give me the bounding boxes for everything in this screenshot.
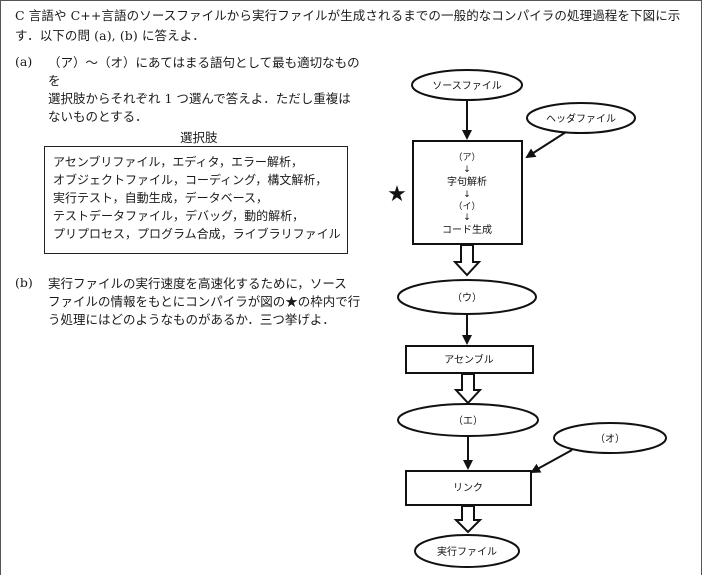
question-b-line: ファイルの情報をもとにコンパイラが図の★の枠内で行 — [48, 294, 361, 309]
question-a-label: (a) — [15, 54, 33, 69]
question-a-line: （ア）～（オ）にあてはまる語句として最も適切なものを — [48, 55, 360, 88]
assemble-label: アセンブル — [444, 353, 494, 366]
e-label: （エ） — [453, 415, 483, 427]
small-arrow-1: ↓ — [463, 165, 471, 175]
exe-label: 実行ファイル — [437, 545, 497, 558]
small-arrow-2: ↓ — [463, 190, 471, 200]
assemble-box — [405, 345, 534, 374]
choices-title: 選択肢 — [180, 130, 218, 145]
arrow-o-to-link — [530, 449, 573, 473]
question-b-text: 実行ファイルの実行速度を高速化するために，ソース ファイルの情報をもとにコンパイ… — [48, 275, 368, 329]
question-b-line: う処理にはどのようなものがあるか．三つ挙げよ． — [48, 312, 335, 327]
question-b-label: (b) — [15, 275, 33, 290]
question-a-line: ないものとする． — [48, 109, 148, 124]
header-file-ellipse — [526, 102, 636, 134]
exe-ellipse — [414, 534, 520, 568]
hollow-arrow-to-u — [452, 244, 482, 277]
question-a-text: （ア）～（オ）にあてはまる語句として最も適切なものを 選択肢からそれぞれ 1 つ… — [48, 54, 368, 126]
compile-box — [412, 140, 523, 245]
header-file-label: ヘッダファイル — [546, 112, 616, 125]
choices-box: アセンブリファイル，エディタ，エラー解析， オブジェクトファイル，コーディング，… — [44, 146, 348, 254]
box-i-label: （イ） — [453, 201, 480, 212]
choices-line: プリプロセス，プログラム合成，ライブラリファイル — [53, 227, 341, 241]
u-label: （ウ） — [452, 292, 482, 304]
choices-line: アセンブリファイル，エディタ，エラー解析， — [53, 155, 303, 169]
o-label: （オ） — [595, 433, 625, 445]
hollow-arrow-to-e — [453, 373, 483, 405]
box-a-label: （ア） — [453, 152, 480, 163]
link-label: リンク — [453, 482, 483, 494]
arrow-header-to-compile — [525, 131, 567, 159]
o-ellipse — [553, 422, 667, 454]
choices-line: 実行テスト，自動生成，データベース， — [53, 191, 269, 205]
choices-line: テストデータファイル，デバッグ，動的解析， — [53, 209, 305, 223]
question-b-line: 実行ファイルの実行速度を高速化するために，ソース — [48, 276, 347, 291]
link-box — [405, 470, 532, 506]
lexical-analysis-label: 字句解析 — [447, 175, 487, 188]
small-arrow-3: ↓ — [463, 213, 471, 223]
intro-text: C 言語や C++言語のソースファイルから実行ファイルが生成されるまでの一般的な… — [15, 8, 681, 43]
question-a-line: 選択肢からそれぞれ 1 つ選んで答えよ．ただし重複は — [48, 91, 351, 106]
code-generation-label: コード生成 — [442, 223, 492, 236]
star-mark: ★ — [387, 182, 407, 207]
source-file-label: ソースファイル — [432, 81, 502, 92]
hollow-arrow-to-exe — [453, 505, 483, 534]
choices-line: オブジェクトファイル，コーディング，構文解析， — [53, 173, 328, 187]
